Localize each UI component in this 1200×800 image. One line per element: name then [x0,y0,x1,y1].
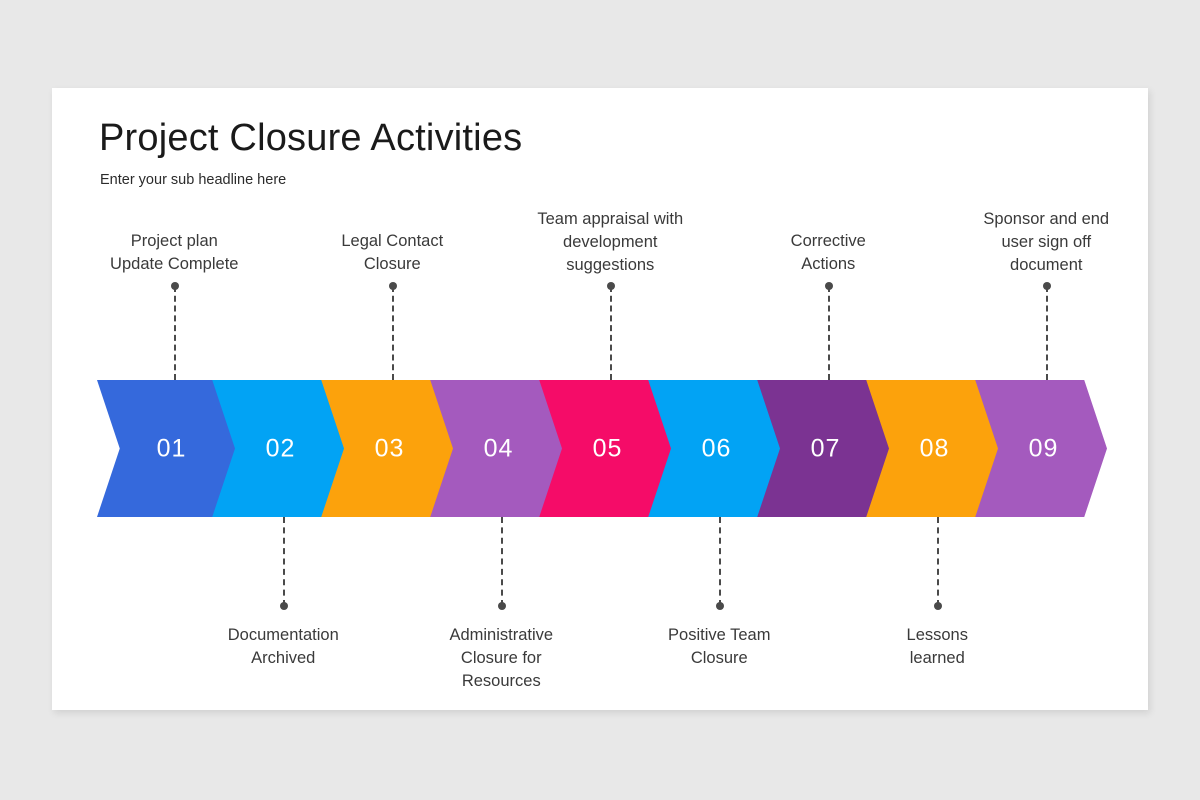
connector-dot-02 [280,602,289,610]
step-label-line: Lessons [906,626,968,644]
connector-line-03 [392,286,395,380]
step-label-line: Closure [690,648,748,667]
step-label-line: Documentation [227,626,339,644]
step-label-05: Team appraisal with development suggestion… [505,208,715,276]
chevron-step-01[interactable]: 01 [97,380,235,517]
connector-dot-08 [934,602,943,610]
connector-dot-05 [607,282,616,290]
step-label-line: Positive Team [668,626,771,644]
step-label-line: Archived [251,648,316,667]
step-label-line: learned [909,648,965,667]
connector-dot-07 [825,282,834,290]
step-label-line: Project plan [130,232,218,250]
step-label-09: Sponsor and end user sign off document [941,208,1151,276]
connector-line-07 [828,286,831,380]
connector-dot-03 [389,282,398,290]
chevron-number-01: 01 [156,434,187,462]
connector-line-01 [174,286,177,380]
connector-line-05 [610,286,613,380]
step-label-08: Lessons learned [832,624,1042,670]
connector-line-08 [937,517,940,606]
connector-dot-01 [171,282,180,290]
page-subtitle: Enter your sub headline here [100,172,287,188]
step-label-line: Sponsor and end [983,210,1110,228]
connector-dot-04 [498,602,507,610]
step-label-line: Update Complete [110,254,239,273]
step-label-line: Resources [461,671,541,690]
step-label-line: document [1010,255,1083,274]
step-label-line: suggestions [566,255,655,274]
step-label-line: development [563,232,658,251]
step-label-line: Closure for [460,648,542,667]
connector-line-09 [1046,286,1049,380]
step-label-line: Legal Contact [341,232,444,250]
step-label-line: Closure [363,254,421,273]
connector-line-02 [283,517,286,606]
connector-dot-06 [716,602,725,610]
step-label-line: user sign off [1001,232,1092,251]
connector-dot-09 [1043,282,1052,290]
page-title: Project Closure Activities [99,117,523,159]
step-label-line: Administrative [449,626,554,644]
slide-canvas: Project Closure Activities Enter your su… [52,88,1148,710]
connector-line-04 [501,517,504,606]
step-label-line: Actions [801,254,856,273]
step-label-line: Corrective [790,232,866,250]
step-label-line: Team appraisal with [537,210,684,228]
connector-line-06 [719,517,722,606]
